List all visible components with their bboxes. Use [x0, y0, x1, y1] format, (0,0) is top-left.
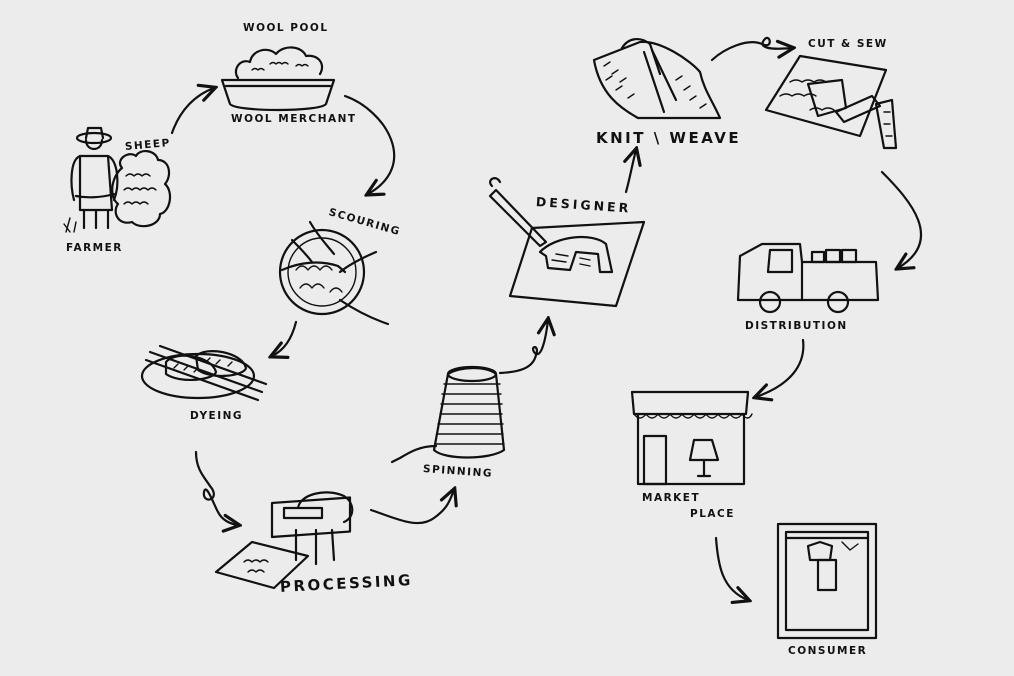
scouring-icon — [278, 220, 390, 326]
arrow-merchant-to-scouring — [343, 94, 396, 194]
label-distribution: DISTRIBUTION — [745, 320, 848, 332]
arrow-dyeing-to-processing — [194, 450, 238, 525]
arrow-market-to-consumer — [714, 536, 748, 600]
label-market-place-line2: PLACE — [690, 508, 735, 520]
label-farmer: FARMER — [66, 242, 123, 254]
arrow-processing-to-spinning — [369, 490, 454, 525]
wardrobe-icon — [776, 522, 878, 640]
farmer-icon — [63, 126, 119, 233]
arrow-distribution-to-market — [756, 338, 805, 397]
truck-icon — [736, 242, 880, 314]
dyeing-icon — [140, 344, 268, 402]
arrow-knit-to-cutsew — [710, 36, 792, 62]
arrow-farmer-to-merchant — [170, 88, 214, 135]
flow-arrows — [170, 36, 923, 600]
label-cut-sew: CUT & SEW — [808, 38, 888, 50]
processing-machine-icon — [214, 491, 354, 590]
yarn-cone-icon — [390, 365, 506, 464]
label-dyeing: DYEING — [190, 410, 244, 422]
label-wool-pool: WOOL POOL — [243, 22, 329, 34]
label-wool-merchant: WOOL MERCHANT — [231, 113, 357, 125]
knitting-icon — [592, 38, 722, 120]
design-board-icon — [488, 177, 646, 308]
arrow-cutsew-to-distribution — [880, 170, 923, 268]
label-consumer: CONSUMER — [788, 645, 868, 657]
shop-icon — [630, 390, 753, 486]
sheep-icon — [111, 150, 172, 228]
wool-bowl-icon — [220, 46, 336, 112]
label-knit-weave: KNIT \ WEAVE — [596, 129, 742, 147]
label-market-place-line1: MARKET — [642, 492, 701, 504]
arrow-designer-to-knit — [626, 150, 636, 194]
arrow-scouring-to-dyeing — [272, 320, 298, 356]
arrow-spinning-to-designer — [498, 320, 548, 375]
fabric-pattern-icon — [764, 54, 898, 150]
